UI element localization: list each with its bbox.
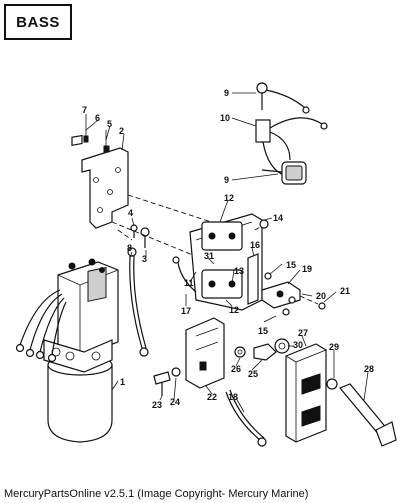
callout-29: 29 <box>329 342 339 352</box>
callout-27: 27 <box>298 328 308 338</box>
callout-8: 8 <box>127 243 132 253</box>
callout-11: 11 <box>184 278 194 288</box>
callout-14: 14 <box>273 213 283 223</box>
callout-3: 3 <box>142 254 147 264</box>
solenoid-cover <box>185 317 225 389</box>
callout-22: 22 <box>207 392 217 402</box>
washer-29 <box>326 378 338 390</box>
terminal-block <box>261 272 326 316</box>
callout-labels: 1 2 3 4 5 6 7 8 9 10 9 11 12 12 13 14 15… <box>82 88 374 410</box>
callout-30: 30 <box>293 340 303 350</box>
callout-13: 13 <box>234 266 244 276</box>
long-bolt-28 <box>339 383 397 447</box>
callout-20: 20 <box>316 291 326 301</box>
pump-wire-leads <box>15 289 67 363</box>
callout-19: 19 <box>302 264 312 274</box>
bracket-bolts <box>117 224 150 248</box>
callout-2: 2 <box>119 126 124 136</box>
leader-lines <box>85 92 369 413</box>
solenoid-cable <box>172 256 197 293</box>
callout-15-bottom: 15 <box>258 326 268 336</box>
callout-6: 6 <box>95 113 100 123</box>
callout-24: 24 <box>170 397 180 407</box>
grommet-26 <box>234 346 246 358</box>
grommet-26-hole <box>237 349 243 355</box>
relay-switch-wiring <box>255 82 328 185</box>
callout-5: 5 <box>107 119 112 129</box>
bracket-fasteners <box>71 122 110 153</box>
callout-7: 7 <box>82 105 87 115</box>
washer-24 <box>171 367 181 377</box>
callout-16: 16 <box>250 240 260 250</box>
mounting-bracket <box>81 147 129 229</box>
diagram-title: BASS <box>4 4 72 40</box>
nut-30-hole <box>278 342 286 350</box>
callout-9-bottom: 9 <box>224 175 229 185</box>
callout-9-top: 9 <box>224 88 229 98</box>
nut-30 <box>274 338 290 354</box>
callout-31: 31 <box>204 251 214 261</box>
callout-10: 10 <box>220 113 230 123</box>
callout-21: 21 <box>340 286 350 296</box>
cable-18 <box>225 389 267 447</box>
callout-12-bottom: 12 <box>229 305 239 315</box>
callout-17: 17 <box>181 306 191 316</box>
callout-23: 23 <box>152 400 162 410</box>
screw-23 <box>153 371 171 396</box>
callout-26: 26 <box>231 364 241 374</box>
callout-25: 25 <box>248 369 258 379</box>
pump-motor-assembly <box>43 258 119 443</box>
plug-25 <box>253 343 277 361</box>
callout-28: 28 <box>364 364 374 374</box>
callout-1: 1 <box>120 377 125 387</box>
alignment-line-lower <box>111 221 201 259</box>
solenoid-assembly <box>189 213 263 311</box>
callout-15-top: 15 <box>286 260 296 270</box>
mounting-block <box>285 343 327 443</box>
callout-18: 18 <box>228 392 238 402</box>
ground-cable <box>127 247 149 357</box>
callout-4: 4 <box>128 208 133 218</box>
callout-12-top: 12 <box>224 193 234 203</box>
copyright-footer: MercuryPartsOnline v2.5.1 (Image Copyrig… <box>4 488 309 500</box>
